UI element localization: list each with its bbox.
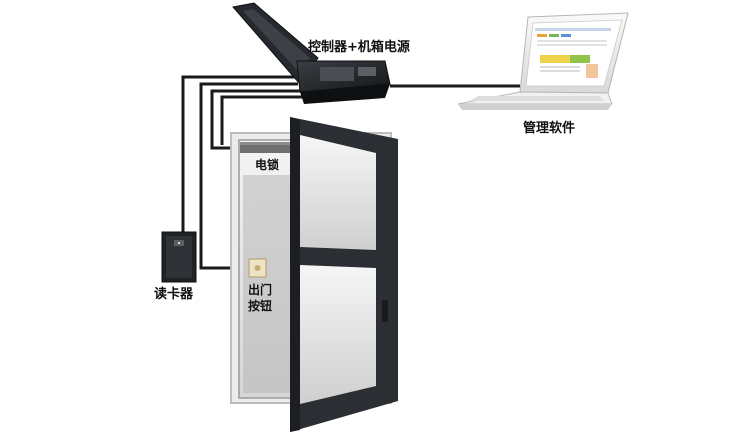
wire-electric-lock-a: [210, 89, 300, 150]
controller-label: 控制器+机箱电源: [308, 40, 410, 55]
wire-electric-lock-b: [220, 95, 302, 145]
exit-button: [248, 258, 267, 278]
controller-box: [232, 2, 391, 104]
laptop: [457, 12, 629, 110]
wire-exit-button: [199, 82, 298, 270]
door: [290, 117, 398, 432]
software-label: 管理软件: [523, 121, 576, 136]
card-reader: [161, 231, 197, 283]
electric-lock: [240, 145, 290, 153]
wire-card-reader: [181, 75, 298, 232]
wiring: [181, 75, 520, 270]
card-reader-label: 读卡器: [154, 287, 194, 302]
exit-button-label-line1: 出门: [248, 283, 273, 297]
exit-button-label-line2: 按钮: [248, 299, 273, 313]
electric-lock-label: 电锁: [255, 158, 280, 172]
